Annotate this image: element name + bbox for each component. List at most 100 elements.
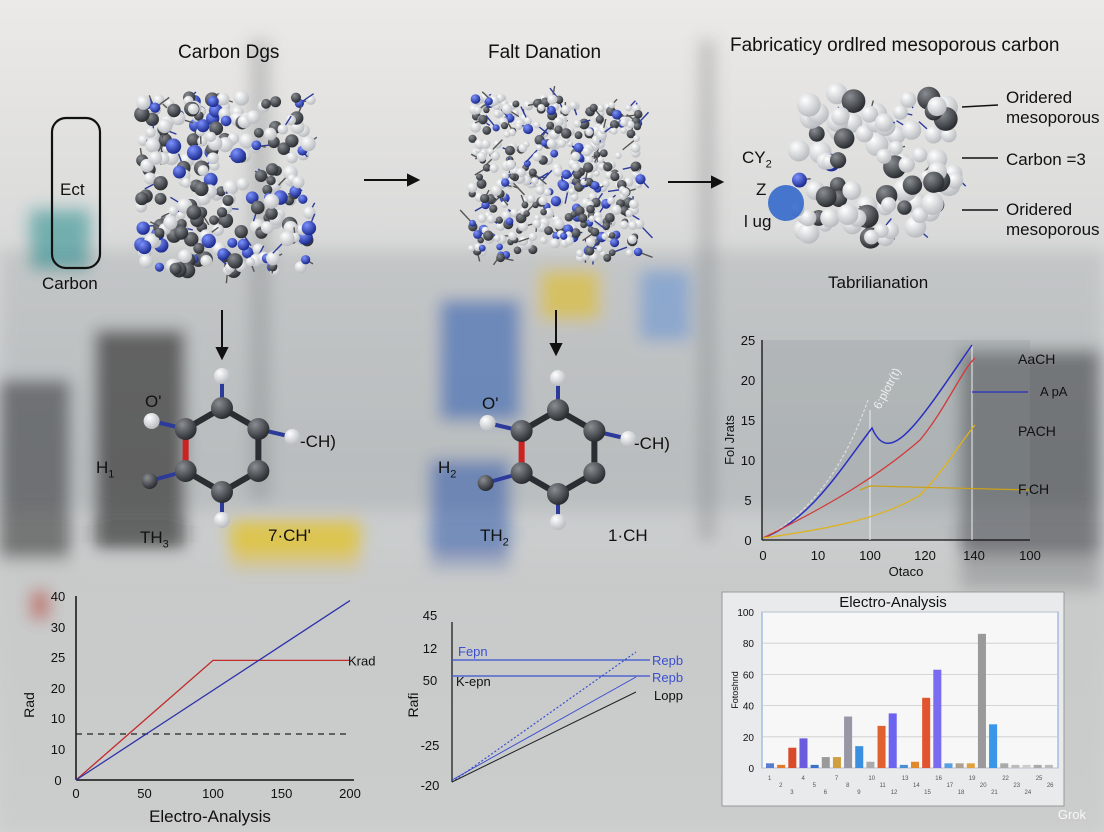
plot-area [761, 611, 1059, 769]
bar [855, 746, 864, 768]
atom [610, 171, 620, 182]
atom [245, 257, 256, 267]
series-label: Repb [652, 670, 683, 685]
atom [478, 244, 486, 252]
atom [227, 237, 238, 248]
atom [539, 236, 548, 245]
right-structure-cy-label: CY2 [742, 148, 772, 170]
right-structure-z-label: Z [756, 180, 767, 199]
x-tick-label: 6 [824, 790, 828, 796]
y-tick-label: 20 [743, 733, 755, 744]
atom [487, 148, 494, 155]
atom [625, 209, 634, 218]
atom [523, 210, 530, 217]
atom [532, 219, 542, 229]
atom [841, 89, 866, 113]
atom [505, 145, 515, 156]
atom [902, 175, 923, 195]
y-tick-label: 40 [743, 702, 755, 713]
x-tick-label: 23 [1013, 783, 1020, 789]
atom [585, 237, 596, 247]
atom [263, 127, 277, 141]
atom [900, 91, 917, 108]
left-molecule-bottom-label: TH3 [140, 528, 169, 550]
bar [944, 763, 953, 768]
ring-atom [174, 418, 197, 440]
x-tick-label: 100 [1019, 548, 1041, 563]
atom [572, 169, 583, 179]
series-label: Repb [652, 653, 683, 668]
x-tick-label: 1 [768, 776, 772, 782]
series-label: K-epn [456, 674, 491, 689]
atom [245, 191, 259, 204]
atom [500, 122, 509, 130]
atom [792, 172, 807, 188]
atom [201, 233, 216, 249]
atom [888, 140, 903, 155]
series-label: F,CH [1018, 481, 1049, 497]
callout-carbon-3: Carbon =3 [1006, 150, 1086, 169]
y-tick-label: 45 [423, 608, 437, 623]
ring-atom [547, 399, 569, 421]
atom [270, 96, 282, 108]
atom [505, 217, 514, 226]
atom [608, 232, 616, 239]
series-label: A pA [1040, 384, 1068, 399]
ring-molecule-left [141, 368, 301, 528]
y-tick-label: 100 [737, 608, 754, 619]
atom [482, 163, 491, 172]
y-axis-label: Rafi [405, 693, 421, 718]
atom [263, 193, 279, 209]
atom [216, 92, 230, 106]
mid-molecule-o-label: O' [482, 394, 499, 413]
atom [547, 94, 558, 105]
atom [277, 142, 291, 155]
atom [576, 249, 584, 258]
y-tick-label: 80 [743, 639, 755, 650]
x-tick-label: 8 [846, 783, 850, 789]
atom [892, 104, 908, 120]
series-label: PACH [1018, 423, 1056, 439]
series-line [75, 659, 350, 781]
atom [558, 180, 570, 192]
atom [561, 169, 572, 180]
mid-molecule-bottom-subscript: 2 [502, 536, 509, 549]
ring-atom [211, 397, 233, 419]
atom [508, 231, 518, 241]
mid-molecule-bottom-symbol: TH [480, 526, 503, 545]
atom [148, 151, 163, 165]
atom [611, 205, 622, 216]
atom [924, 125, 943, 144]
y-tick-label: 0 [744, 533, 751, 548]
atom [290, 92, 302, 103]
bar [977, 633, 986, 768]
carbon-cylinder [50, 116, 102, 270]
left-molecule-o-label: O' [145, 392, 162, 411]
bar [832, 757, 841, 768]
atom [601, 233, 609, 240]
atom [254, 169, 268, 182]
x-tick-label: 5 [813, 783, 817, 789]
side-atom [141, 473, 158, 489]
atom [586, 204, 595, 214]
atom [633, 122, 642, 131]
bar [922, 697, 931, 768]
atom [261, 98, 271, 109]
ring-atom [510, 462, 533, 484]
bar [844, 716, 853, 768]
atom [543, 188, 552, 197]
atom [609, 120, 620, 130]
y-tick-label: -20 [421, 778, 440, 793]
bar [788, 747, 797, 768]
atom [603, 162, 613, 172]
x-tick-label: 100 [859, 548, 881, 563]
y-tick-label: 10 [51, 711, 65, 726]
x-tick-label: 19 [969, 776, 976, 782]
atom [815, 186, 837, 208]
atom [265, 163, 279, 176]
atom [143, 172, 157, 185]
x-tick-label: 100 [202, 786, 224, 801]
atom [912, 147, 928, 163]
atom [169, 262, 182, 275]
x-tick-label: 25 [1036, 776, 1043, 782]
